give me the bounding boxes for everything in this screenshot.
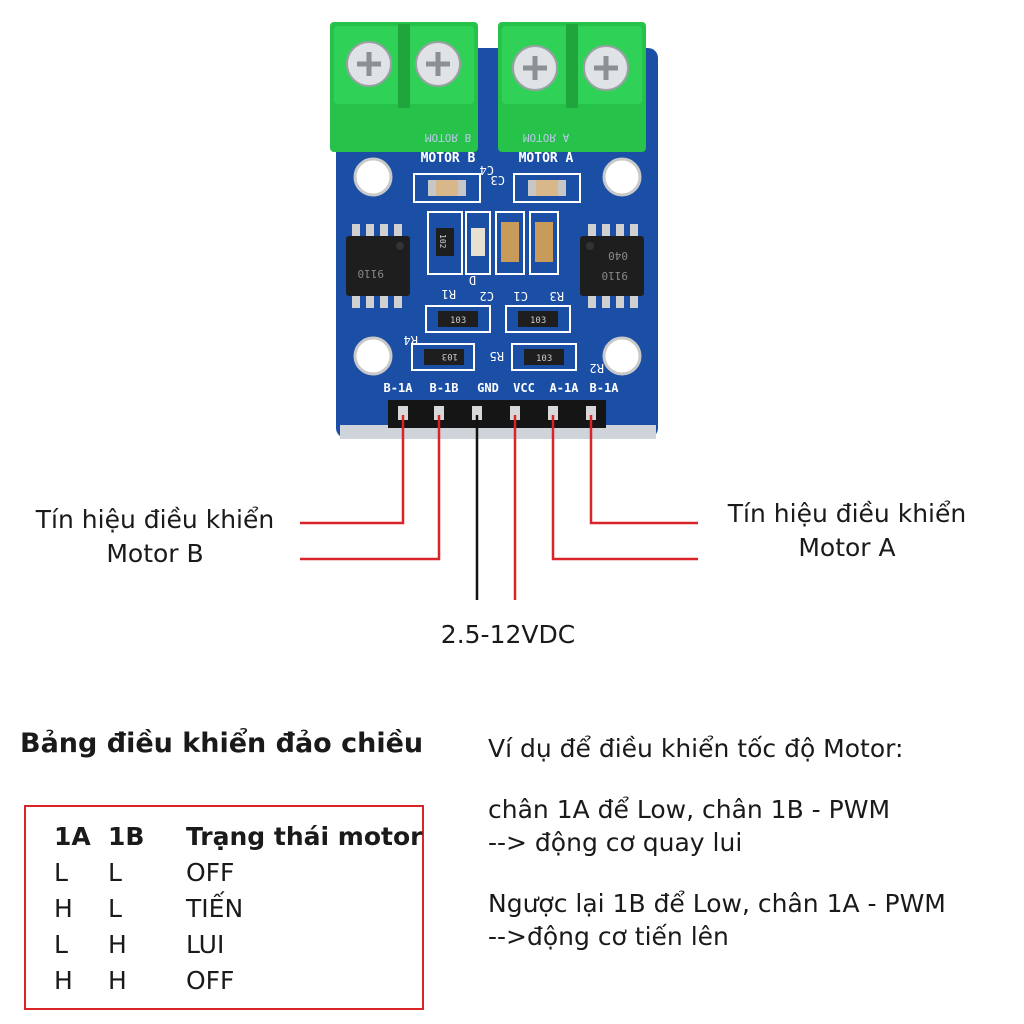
chip-right: 040 9110 xyxy=(580,224,644,308)
label-line: Tín hiệu điều khiển xyxy=(35,505,275,534)
mount-hole-tl xyxy=(353,157,393,197)
header-pin xyxy=(586,406,596,420)
header-1a: 1A xyxy=(54,822,91,851)
label-line: Motor A xyxy=(798,533,896,562)
header-pin xyxy=(398,406,408,420)
driver-board-diagram: MOTOR B MOTOR A MOTOR B MOTOR A C4 C3 91… xyxy=(300,22,698,600)
example-title: Ví dụ để điều khiển tốc độ Motor: xyxy=(488,734,904,763)
silk-r5: R5 xyxy=(490,349,504,363)
cell-1b: H xyxy=(108,966,127,995)
control-table-title: Bảng điều khiển đảo chiều xyxy=(20,728,424,759)
pin-label-gnd: GND xyxy=(477,381,499,395)
res-r5 xyxy=(411,343,475,371)
svg-text:040: 040 xyxy=(608,249,628,262)
pin-header xyxy=(388,400,606,428)
silk-c2: C2 xyxy=(480,289,494,303)
pin-label-b-1b: B-1B xyxy=(430,381,459,395)
header-pin xyxy=(472,406,482,420)
label-line: Motor B xyxy=(106,539,204,568)
cell-state: OFF xyxy=(186,966,235,995)
pin-label-b-1a: B-1A xyxy=(384,381,414,395)
wire-a-1b xyxy=(589,415,698,525)
silk-r3: R3 xyxy=(550,289,564,303)
cell-state: LUI xyxy=(186,930,225,959)
silk-c3: C3 xyxy=(491,173,505,187)
mount-hole-br xyxy=(602,336,642,376)
silk-motor-b: MOTOR B xyxy=(421,151,476,166)
svg-text:103: 103 xyxy=(530,316,546,326)
pin-label-vcc: VCC xyxy=(513,381,535,395)
silk-c1: C1 xyxy=(514,289,528,303)
header-1b: 1B xyxy=(108,822,145,851)
res-r1 xyxy=(427,211,463,275)
cell-1b: L xyxy=(108,858,122,887)
pcb-bottom-edge xyxy=(340,425,656,439)
pin-label-a-1a: A-1A xyxy=(550,381,580,395)
cell-1a: H xyxy=(54,894,73,923)
silk-motor-b-mirrored: MOTOR B xyxy=(425,131,472,144)
res-r4 xyxy=(425,305,491,333)
mount-hole-tr xyxy=(602,157,642,197)
cell-state: OFF xyxy=(186,858,235,887)
res-r3 xyxy=(505,305,571,333)
wire-b-1a xyxy=(300,415,405,525)
svg-text:103: 103 xyxy=(442,351,458,361)
header-pin xyxy=(510,406,520,420)
chip-left: 9110 xyxy=(346,224,410,308)
cap-c4 xyxy=(413,173,481,203)
pin-label-a-1b: B-1A xyxy=(590,381,620,395)
terminal-block-b xyxy=(330,22,478,152)
example-line: Ngược lại 1B để Low, chân 1A - PWM xyxy=(488,889,946,918)
voltage-label: 2.5-12VDC xyxy=(440,620,576,649)
svg-text:103: 103 xyxy=(450,316,466,326)
wire-b-1b xyxy=(300,415,441,561)
silk-motor-a-mirrored: MOTOR A xyxy=(523,131,570,144)
silk-r1: R1 xyxy=(442,287,456,301)
wire-a-1a xyxy=(551,415,698,561)
svg-text:9110: 9110 xyxy=(358,267,385,280)
motor-a-signal-label: Tín hiệu điều khiển Motor A xyxy=(716,497,978,565)
res-r2 xyxy=(511,343,577,371)
cell-1b: H xyxy=(108,930,127,959)
motor-b-signal-label: Tín hiệu điều khiển Motor B xyxy=(20,503,290,571)
header-pin xyxy=(548,406,558,420)
silk-c4: C4 xyxy=(480,163,494,177)
silk-r2: R2 xyxy=(590,361,604,375)
example-line: --> động cơ quay lui xyxy=(488,828,743,857)
example-line: chân 1A để Low, chân 1B - PWM xyxy=(488,795,891,824)
svg-text:103: 103 xyxy=(536,354,552,364)
terminal-block-a xyxy=(498,22,646,152)
cell-1a: L xyxy=(54,858,68,887)
control-table: 1A 1B Trạng thái motor L L OFF H L TIẾN … xyxy=(24,805,424,1010)
led-d xyxy=(465,211,491,275)
example-line: -->động cơ tiến lên xyxy=(488,922,729,951)
speed-control-example: Ví dụ để điều khiển tốc độ Motor: chân 1… xyxy=(488,732,946,953)
svg-text:102: 102 xyxy=(438,234,447,249)
cap-c1 xyxy=(529,211,559,275)
cell-1a: L xyxy=(54,930,68,959)
silk-d: D xyxy=(469,273,476,287)
svg-text:9110: 9110 xyxy=(602,269,629,282)
cell-1b: L xyxy=(108,894,122,923)
cell-state: TIẾN xyxy=(186,894,244,923)
cell-1a: H xyxy=(54,966,73,995)
header-pin xyxy=(434,406,444,420)
cap-c3 xyxy=(513,173,581,203)
mount-hole-bl xyxy=(353,336,393,376)
cap-c2 xyxy=(495,211,525,275)
silk-motor-a: MOTOR A xyxy=(519,151,574,166)
header-state: Trạng thái motor xyxy=(186,822,423,851)
label-line: Tín hiệu điều khiển xyxy=(727,499,967,528)
